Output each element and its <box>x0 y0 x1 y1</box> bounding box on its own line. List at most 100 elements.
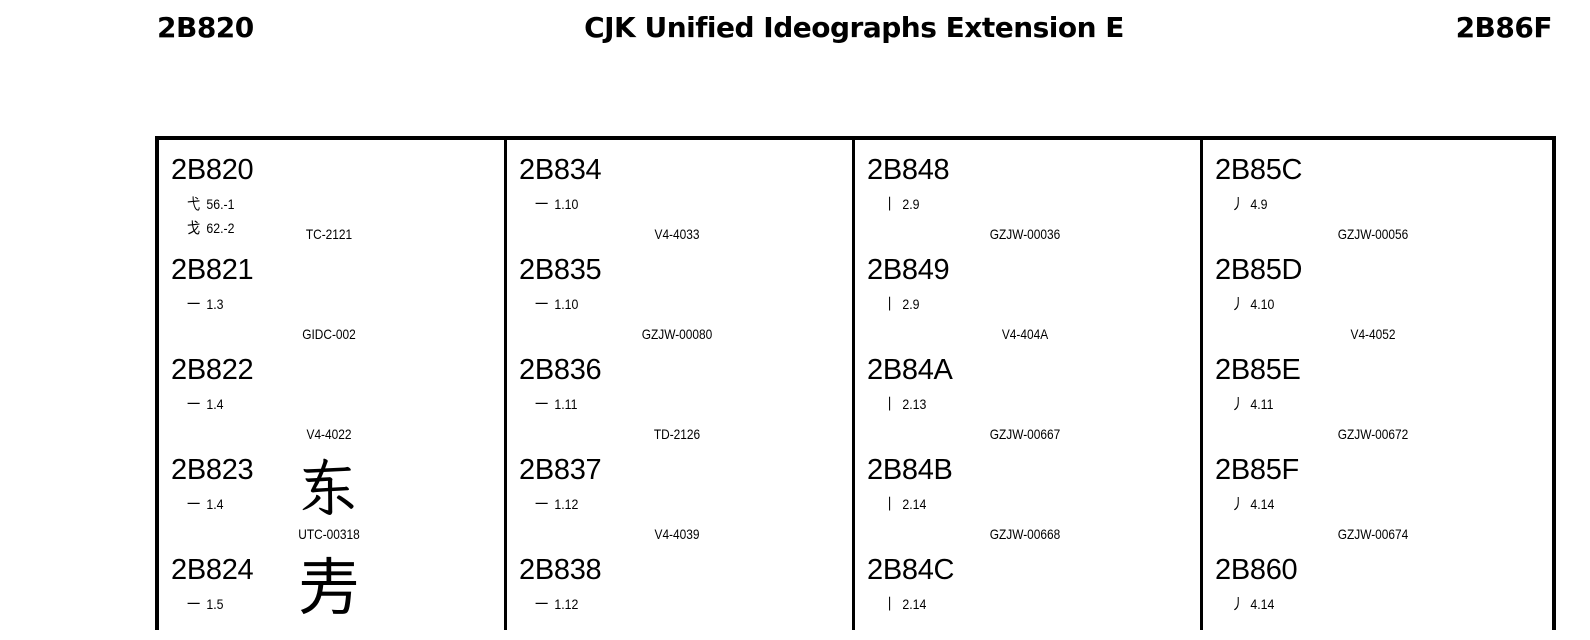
codepoint-label: 2B834 <box>519 154 601 186</box>
block-title: CJK Unified Ideographs Extension E <box>0 8 1590 48</box>
chart-column-1: 2B820 弋 56.-1 戈 62.-2 𫠠 TC-2121 2B821 一 … <box>159 140 507 630</box>
radical-stroke-count: 62.-2 <box>206 220 234 236</box>
radical-stroke-line: 一 1.12 <box>535 496 578 512</box>
radical-stroke-line: 一 1.10 <box>535 196 578 212</box>
codepoint-label: 2B85D <box>1215 254 1302 286</box>
radical-glyph: 一 <box>535 496 554 512</box>
radical-stroke-line: 丿 4.14 <box>1231 496 1274 512</box>
radical-stroke-count: 1.11 <box>554 396 577 412</box>
ideograph-glyph: 𫡠 <box>1323 552 1423 624</box>
char-cell: 2B849 丨 2.9 𫡉 V4-404A <box>855 240 1200 340</box>
radical-glyph: 一 <box>535 396 554 412</box>
char-cell: 2B824 一 1.5 𫠤 <box>159 540 504 640</box>
ideograph-glyph: 𫡞 <box>1323 352 1423 424</box>
char-cell: 2B848 丨 2.9 𫡈 GZJW-00036 <box>855 140 1200 240</box>
chart-column-3: 2B848 丨 2.9 𫡈 GZJW-00036 2B849 丨 2.9 𫡉 V… <box>855 140 1203 630</box>
radical-glyph: 弋 <box>187 196 206 212</box>
ideograph-glyph: 𫠷 <box>627 452 727 524</box>
radical-stroke-count: 1.12 <box>554 496 578 512</box>
char-cell: 2B85F 丿 4.14 𫡟 GZJW-00674 <box>1203 440 1551 540</box>
radical-glyph: 戈 <box>187 220 206 236</box>
codepoint-label: 2B84A <box>867 354 953 386</box>
radical-stroke-count: 56.-1 <box>206 196 234 212</box>
codepoint-label: 2B84B <box>867 454 953 486</box>
ideograph-glyph: 𫠣 <box>279 452 379 524</box>
radical-glyph: 丨 <box>883 296 902 312</box>
codepoint-label: 2B849 <box>867 254 949 286</box>
ideograph-glyph: 𫡟 <box>1323 452 1423 524</box>
radical-stroke-line: 一 1.3 <box>187 296 223 312</box>
radical-stroke-count: 4.11 <box>1250 396 1273 412</box>
char-cell: 2B835 一 1.10 𫠵 GZJW-00080 <box>507 240 852 340</box>
ideograph-glyph: 𫡌 <box>975 552 1075 624</box>
radical-glyph: 丿 <box>1231 196 1250 212</box>
ideograph-glyph: 𫡊 <box>975 352 1075 424</box>
code-chart-table: 2B820 弋 56.-1 戈 62.-2 𫠠 TC-2121 2B821 一 … <box>155 136 1556 630</box>
radical-glyph: 一 <box>535 196 554 212</box>
codepoint-label: 2B85C <box>1215 154 1302 186</box>
char-cell: 2B85E 丿 4.11 𫡞 GZJW-00672 <box>1203 340 1551 440</box>
radical-stroke-line: 丨 2.9 <box>883 196 919 212</box>
codepoint-label: 2B824 <box>171 554 253 586</box>
radical-glyph: 丨 <box>883 496 902 512</box>
radical-stroke-line: 丨 2.13 <box>883 396 926 412</box>
radical-stroke-count: 4.10 <box>1250 296 1274 312</box>
radical-stroke-count: 1.10 <box>554 296 578 312</box>
char-cell: 2B85C 丿 4.9 𫡜 GZJW-00056 <box>1203 140 1551 240</box>
ideograph-glyph: 𫡋 <box>975 452 1075 524</box>
radical-stroke-count: 2.9 <box>902 296 919 312</box>
radical-glyph: 丿 <box>1231 496 1250 512</box>
ideograph-glyph: 𫠤 <box>279 552 379 624</box>
range-end: 2B86F <box>1456 8 1552 48</box>
ideograph-glyph: 𫠡 <box>279 252 379 324</box>
char-cell: 2B836 一 1.11 𫠶 TD-2126 <box>507 340 852 440</box>
radical-stroke-line: 丿 4.11 <box>1231 396 1273 412</box>
char-cell: 2B860 丿 4.14 𫡠 <box>1203 540 1551 640</box>
codepoint-label: 2B823 <box>171 454 253 486</box>
radical-stroke-count: 1.3 <box>206 296 223 312</box>
radical-stroke-line: 丿 4.9 <box>1231 196 1267 212</box>
char-cell: 2B834 一 1.10 𫠴 V4-4033 <box>507 140 852 240</box>
codepoint-label: 2B820 <box>171 154 253 186</box>
chart-column-2: 2B834 一 1.10 𫠴 V4-4033 2B835 一 1.10 𫠵 GZ… <box>507 140 855 630</box>
codepoint-label: 2B838 <box>519 554 601 586</box>
char-cell: 2B820 弋 56.-1 戈 62.-2 𫠠 TC-2121 <box>159 140 504 240</box>
ideograph-glyph: 𫡝 <box>1323 252 1423 324</box>
radical-glyph: 丿 <box>1231 296 1250 312</box>
radical-stroke-count: 2.13 <box>902 396 926 412</box>
ideograph-glyph: 𫠵 <box>627 252 727 324</box>
radical-stroke-count: 2.9 <box>902 196 919 212</box>
radical-stroke-count: 4.9 <box>1250 196 1267 212</box>
ideograph-glyph: 𫡉 <box>975 252 1075 324</box>
radical-glyph: 丨 <box>883 396 902 412</box>
codepoint-label: 2B836 <box>519 354 601 386</box>
char-cell: 2B837 一 1.12 𫠷 V4-4039 <box>507 440 852 540</box>
radical-stroke-count: 2.14 <box>902 496 926 512</box>
ideograph-glyph: 𫡜 <box>1323 152 1423 224</box>
radical-stroke-count: 4.14 <box>1250 496 1274 512</box>
radical-stroke-count: 1.10 <box>554 196 578 212</box>
codepoint-label: 2B84C <box>867 554 954 586</box>
ideograph-glyph: 𫡈 <box>975 152 1075 224</box>
radical-stroke-line: 一 1.10 <box>535 296 578 312</box>
ideograph-glyph: 𫠸 <box>627 552 727 624</box>
char-cell: 2B84A 丨 2.13 𫡊 GZJW-00667 <box>855 340 1200 440</box>
ideograph-glyph: 𫠶 <box>627 352 727 424</box>
codepoint-label: 2B860 <box>1215 554 1297 586</box>
radical-glyph: 一 <box>187 396 206 412</box>
codepoint-label: 2B821 <box>171 254 253 286</box>
chart-column-4: 2B85C 丿 4.9 𫡜 GZJW-00056 2B85D 丿 4.10 𫡝 … <box>1203 140 1551 630</box>
char-cell: 2B838 一 1.12 𫠸 <box>507 540 852 640</box>
radical-glyph: 一 <box>187 496 206 512</box>
radical-stroke-line: 一 1.4 <box>187 496 223 512</box>
radical-stroke-line: 戈 62.-2 <box>187 220 234 236</box>
ideograph-glyph: 𫠠 <box>279 152 379 224</box>
ideograph-glyph: 𫠢 <box>279 352 379 424</box>
radical-glyph: 一 <box>187 296 206 312</box>
radical-stroke-line: 一 1.4 <box>187 396 223 412</box>
char-cell: 2B84C 丨 2.14 𫡌 <box>855 540 1200 640</box>
radical-stroke-line: 弋 56.-1 <box>187 196 234 212</box>
char-cell: 2B85D 丿 4.10 𫡝 V4-4052 <box>1203 240 1551 340</box>
char-cell: 2B823 一 1.4 𫠣 UTC-00318 <box>159 440 504 540</box>
codepoint-label: 2B85F <box>1215 454 1299 486</box>
